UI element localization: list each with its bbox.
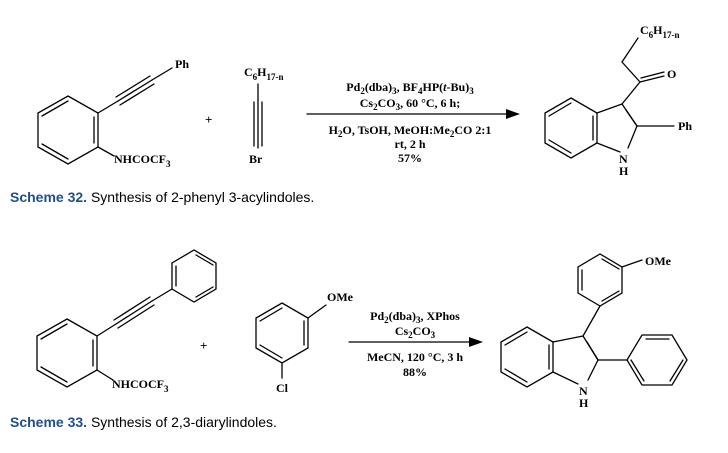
scheme32-caption: Scheme 32. Synthesis of 2-phenyl 3-acyli… <box>10 189 314 205</box>
scheme32-condition-line-5: 57% <box>398 151 422 165</box>
scheme32-product-oxygen-label: O <box>667 67 676 81</box>
scheme33-product-structure <box>500 253 688 388</box>
scheme33-plus-sign: + <box>200 338 207 353</box>
scheme32-reactant1-nhcocf3-label: NHCOCF3 <box>114 152 171 169</box>
scheme33-reactant2-ome-label: OMe <box>327 290 354 304</box>
scheme33-reactant1-nhcocf3-label: NHCOCF3 <box>112 377 169 394</box>
scheme33-condition-line-4: 88% <box>403 365 427 379</box>
scheme33-caption-label: Scheme 33. <box>10 414 88 430</box>
scheme32-condition-line-4: rt, 2 h <box>395 137 426 151</box>
scheme32-product-structure <box>544 37 675 159</box>
scheme32-condition-line-2: Cs2CO3, 60 °C, 6 h; <box>360 96 460 112</box>
scheme32-condition-line-1: Pd2(dba)3, BF4HP(t-Bu)3 <box>346 80 474 96</box>
scheme32-product-ph-label: Ph <box>678 119 692 133</box>
scheme32-caption-label: Scheme 32. <box>10 189 88 205</box>
scheme32-reactant2-br-label: Br <box>249 152 263 166</box>
scheme32-product-c6h17-label: C6H17-n <box>640 23 680 40</box>
scheme32-caption-text: Synthesis of 2-phenyl 3-acylindoles. <box>90 189 315 205</box>
scheme-33: NHCOCF3 + OMe Cl Pd2(dba)3, XPhos Cs2CO3… <box>36 249 688 410</box>
scheme-32: Ph NHCOCF3 + C6H17-n Br Pd2(dba)3, BF4HP… <box>37 23 692 178</box>
scheme32-reactant2-c6h17-label: C6H17-n <box>244 65 284 82</box>
scheme33-condition-line-1: Pd2(dba)3, XPhos <box>370 309 460 325</box>
scheme32-reaction-arrow <box>306 109 520 119</box>
scheme33-reaction-arrow <box>348 337 483 347</box>
scheme32-reactant1-structure <box>37 67 173 165</box>
scheme33-reactant2-structure <box>255 302 327 379</box>
scheme33-product-hydrogen-label: H <box>579 396 589 410</box>
scheme33-reactant2-cl-label: Cl <box>276 381 289 395</box>
scheme32-plus-sign: + <box>205 112 212 127</box>
scheme33-reactant1-structure <box>36 249 217 388</box>
scheme33-caption-text: Synthesis of 2,3-diarylindoles. <box>90 414 277 430</box>
scheme32-product-hydrogen-label: H <box>619 164 629 178</box>
scheme33-product-nitrogen-label: N <box>579 384 588 398</box>
scheme33-condition-line-3: MeCN, 120 °C, 3 h <box>367 350 463 364</box>
scheme32-product-nitrogen-label: N <box>619 152 628 166</box>
scheme32-reactant1-ph-label: Ph <box>175 57 189 71</box>
scheme33-product-ome-label: OMe <box>645 254 672 268</box>
scheme32-reactant2-structure <box>253 83 263 149</box>
scheme33-condition-line-2: Cs2CO3 <box>395 324 436 340</box>
scheme33-caption: Scheme 33. Synthesis of 2,3-diarylindole… <box>10 414 277 430</box>
scheme32-condition-line-3: H2O, TsOH, MeOH:Me2CO 2:1 <box>329 123 492 139</box>
